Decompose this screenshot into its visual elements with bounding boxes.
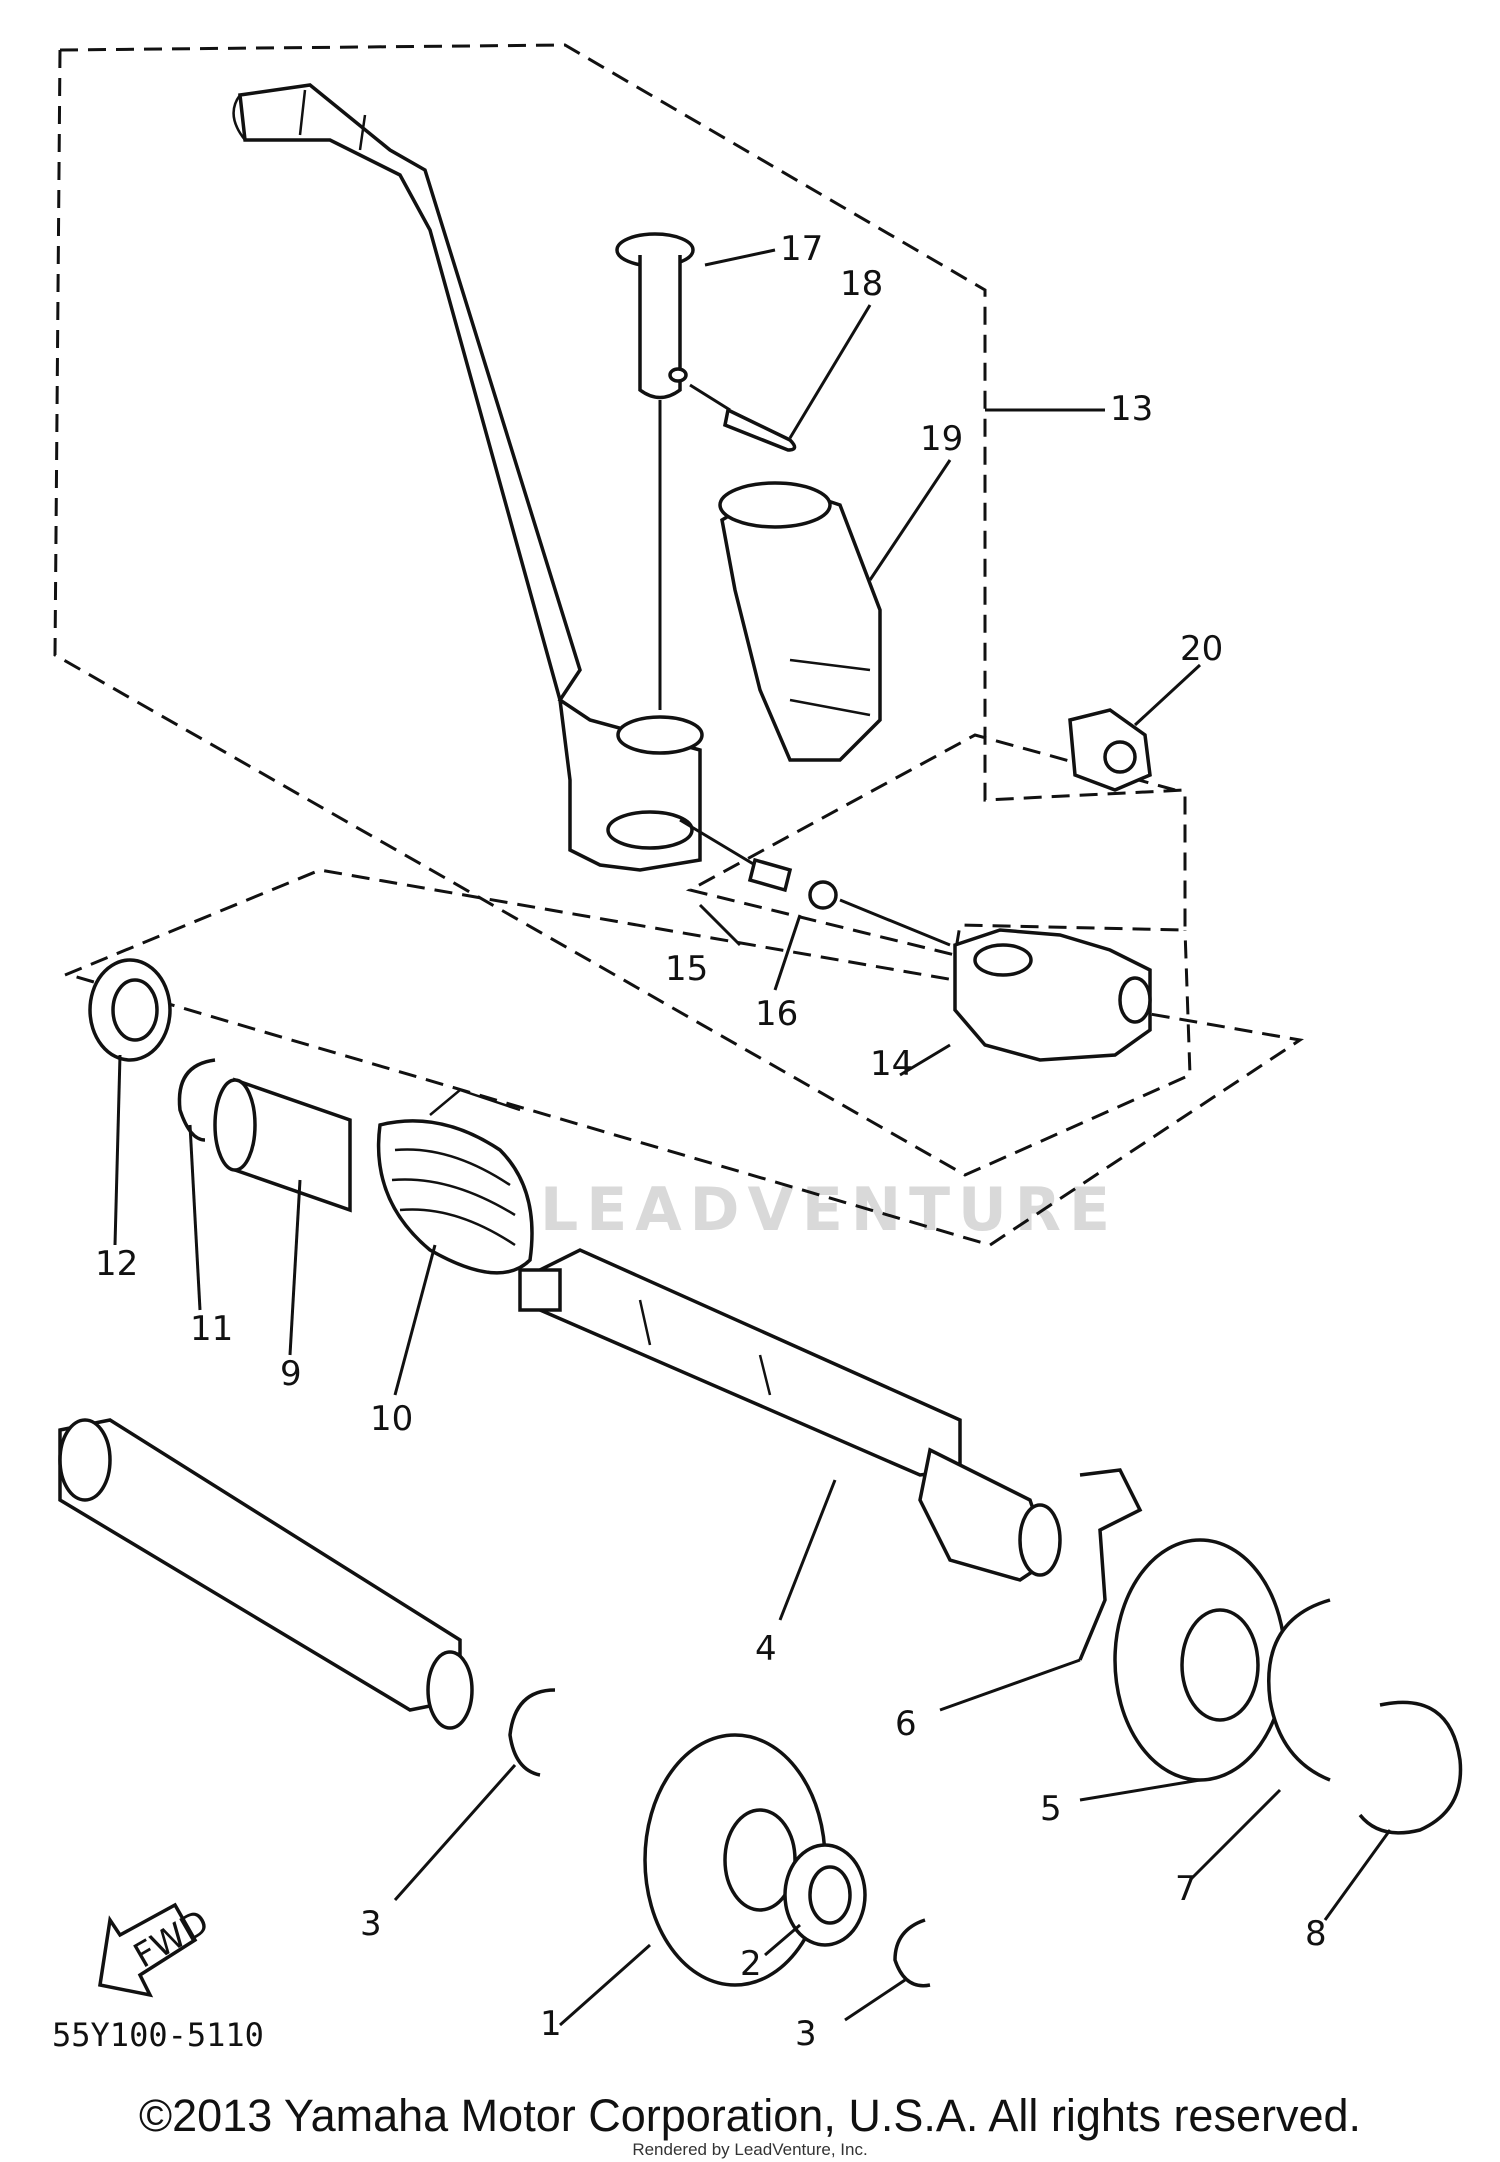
- callout-17: 17: [780, 229, 823, 269]
- nut-20: [1068, 708, 1152, 792]
- cotter-pin-18: [689, 383, 797, 452]
- kick-boss-19: [718, 481, 882, 762]
- assembly-outline-13-lower: [53, 49, 1192, 1177]
- callout-9: 9: [280, 1354, 302, 1394]
- callout-16: 16: [755, 994, 798, 1034]
- kick-shaft-4: [518, 1248, 1062, 1582]
- kick-idle-gear-1: [643, 1733, 827, 1987]
- circlip-11: [177, 1058, 216, 1142]
- ball-16: [808, 880, 838, 910]
- callout-11: 11: [190, 1309, 233, 1349]
- callout-2: 2: [740, 1944, 762, 1984]
- callout-8: 8: [1305, 1914, 1327, 1954]
- spring-15: [679, 818, 793, 893]
- kick-crank-lever: [232, 83, 704, 872]
- circlip-3-bottom: [893, 1918, 931, 1988]
- circlip-8: [1358, 1700, 1463, 1835]
- callout-3: 3: [795, 2014, 817, 2054]
- torsion-spring-10: [376, 1088, 534, 1275]
- ratchet-5: [1113, 1538, 1287, 1782]
- watermark: LEADVENTURE: [540, 1175, 1118, 1245]
- oil-seal-12: [88, 958, 172, 1062]
- callout-7: 7: [1175, 1869, 1197, 1909]
- callout-14: 14: [870, 1044, 913, 1084]
- leader-lines: [113, 248, 1392, 2027]
- callout-19: 19: [920, 419, 963, 459]
- circlip-3-left: [508, 1688, 556, 1777]
- washer-2: [783, 1843, 867, 1947]
- shaft-outline: [64, 868, 1304, 1247]
- assembly-outline-13: [59, 43, 1187, 957]
- callout-3: 3: [360, 1904, 382, 1944]
- rendered-by-note: Rendered by LeadVenture, Inc.: [632, 2140, 868, 2159]
- callout-15: 15: [665, 949, 708, 989]
- callout-10: 10: [370, 1399, 413, 1439]
- clip-6: [1078, 1468, 1143, 1661]
- collar-9: [213, 1077, 352, 1213]
- spring-clip-7: [1267, 1598, 1331, 1782]
- main-axle: [58, 1418, 474, 1730]
- callout-20: 20: [1180, 629, 1223, 669]
- copyright-notice: ©2013 Yamaha Motor Corporation, U.S.A. A…: [138, 2090, 1362, 2141]
- callout-4: 4: [755, 1629, 777, 1669]
- callout-12: 12: [95, 1244, 138, 1284]
- callout-1: 1: [540, 2004, 562, 2044]
- callout-5: 5: [1040, 1789, 1062, 1829]
- callout-13: 13: [1110, 389, 1153, 429]
- kick-crank-base-14: [953, 928, 1152, 1062]
- diagram-code: 55Y100-5110: [52, 2016, 264, 2054]
- callout-6: 6: [895, 1704, 917, 1744]
- fwd-arrow-icon: FWD: [98, 1902, 216, 1998]
- pivot-pin-17: [615, 232, 695, 710]
- callout-18: 18: [840, 264, 883, 304]
